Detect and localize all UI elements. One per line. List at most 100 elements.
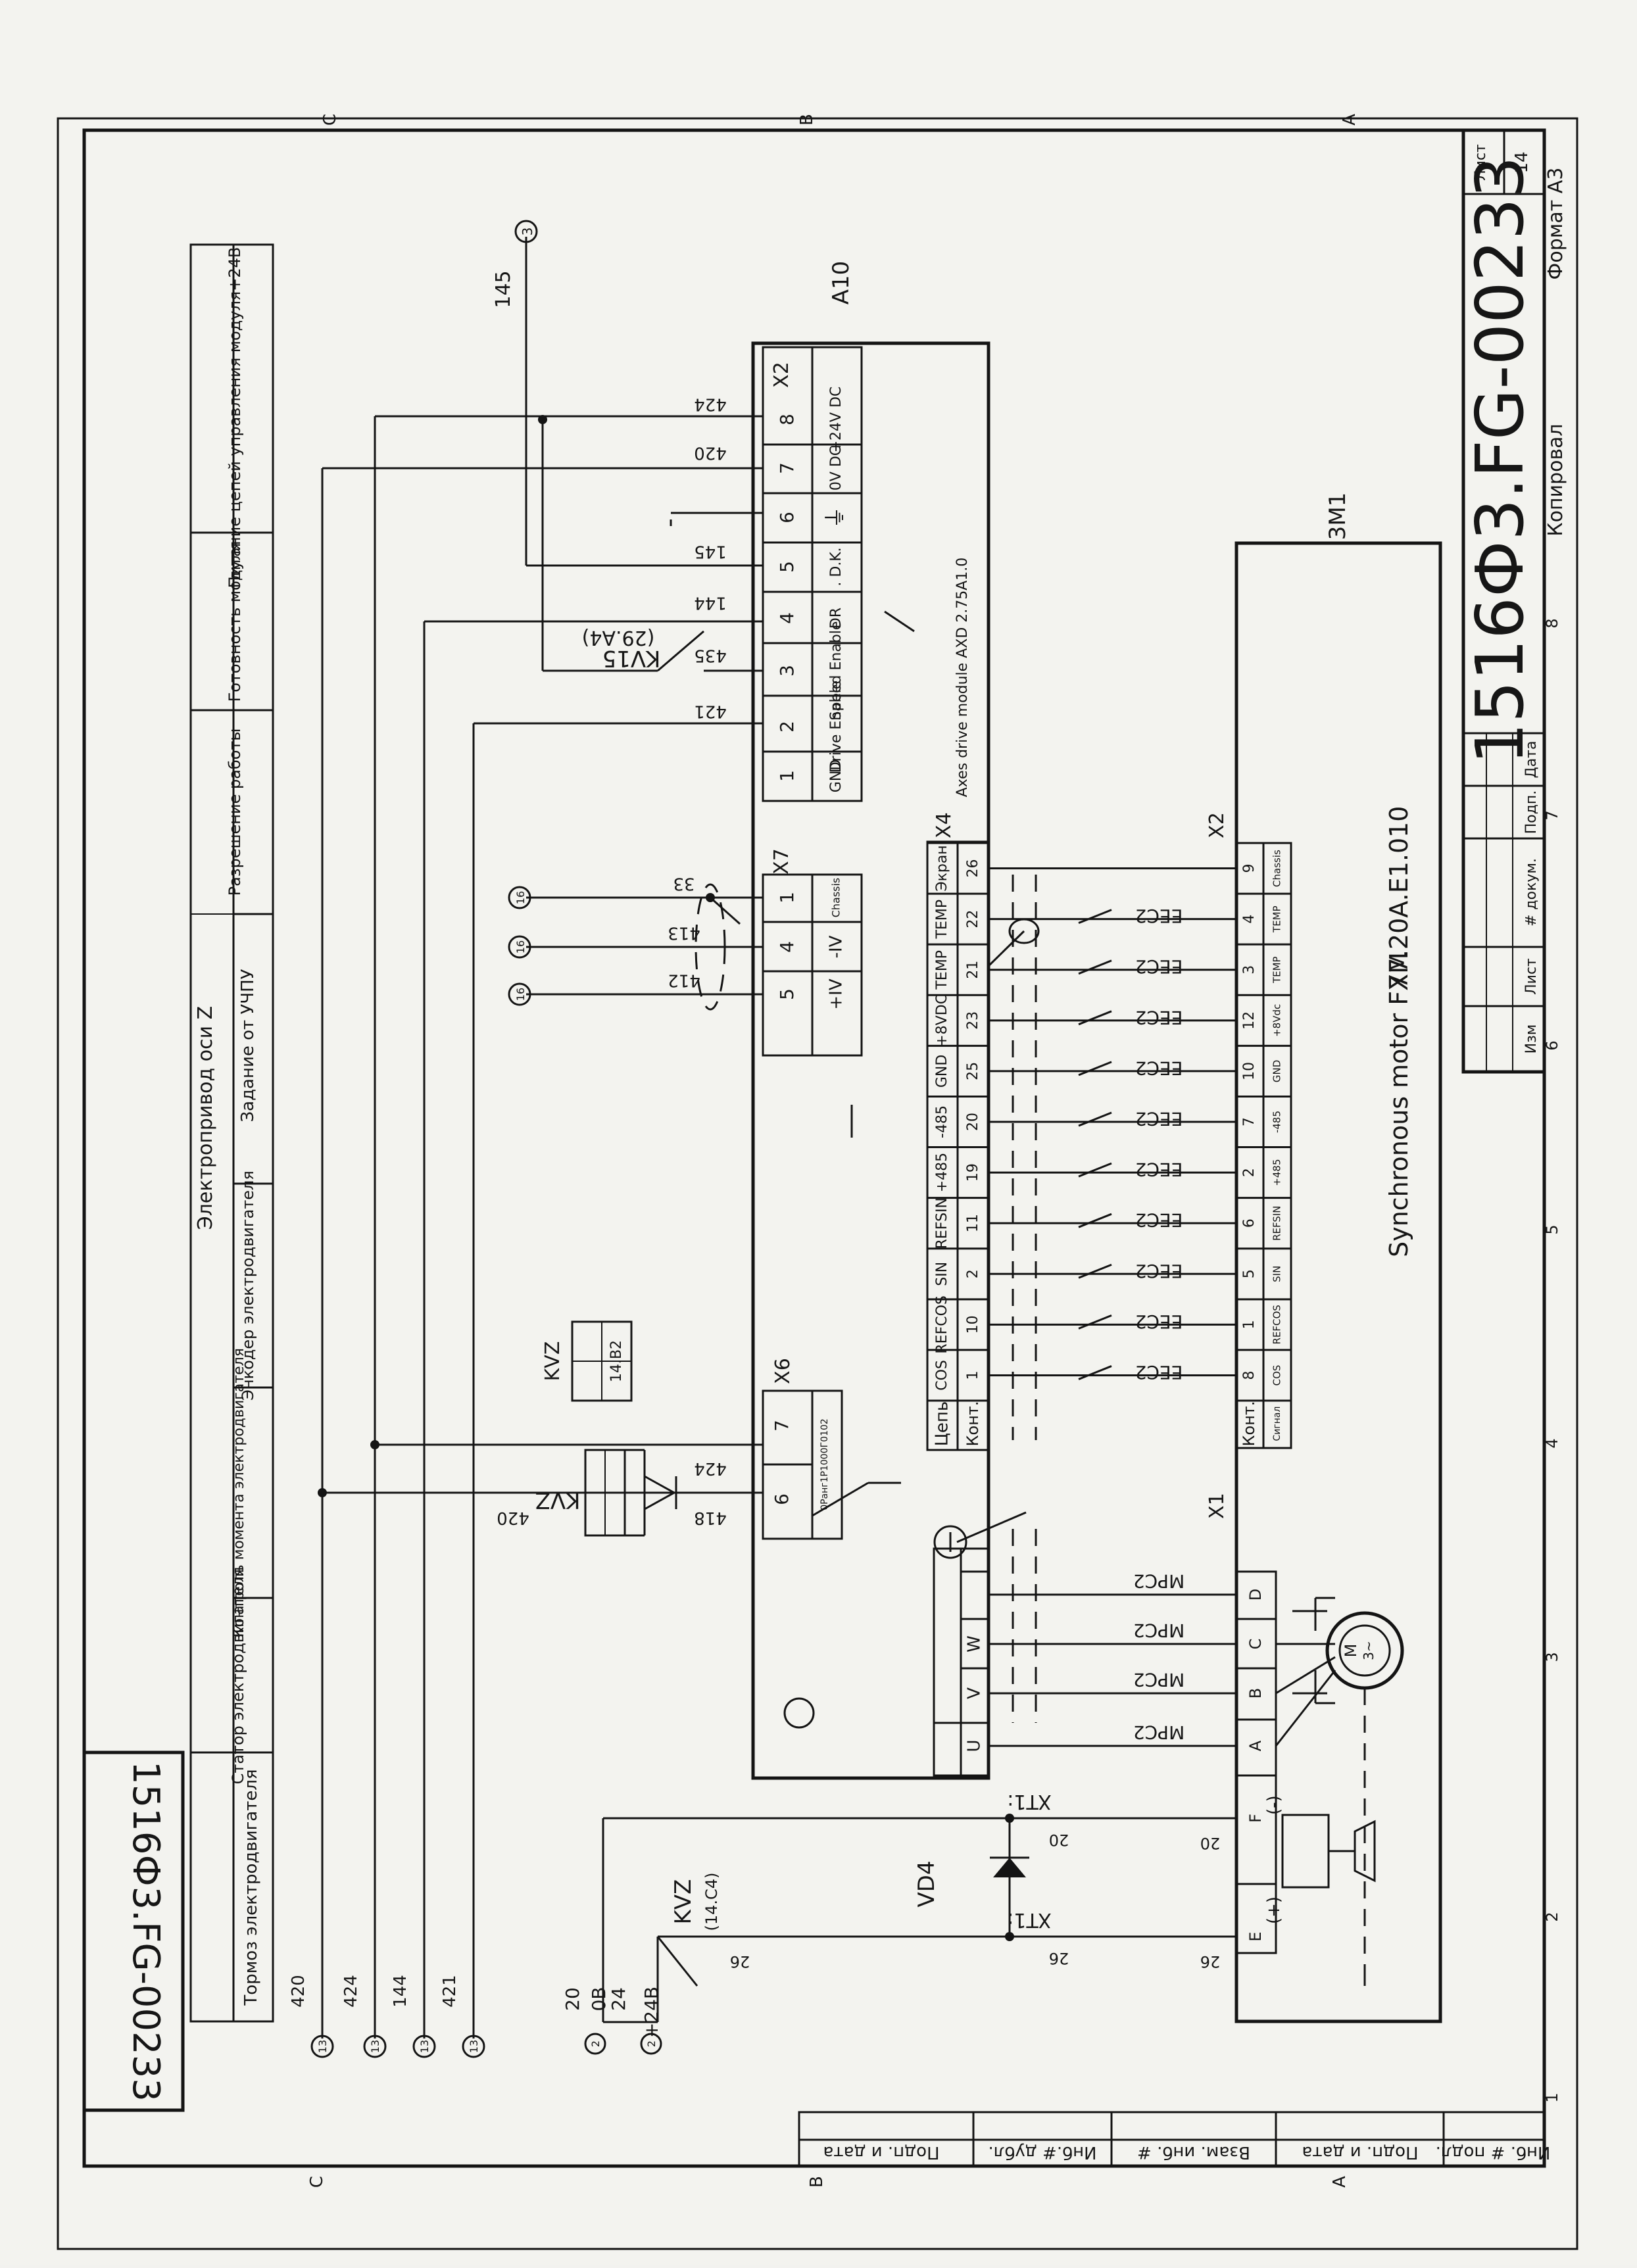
x4-signal-label: +8VDC bbox=[934, 994, 950, 1047]
x7-pin-number: 5 bbox=[776, 988, 798, 1000]
x2-pin-number: 4 bbox=[776, 612, 798, 624]
bus-ref-mark-icon bbox=[363, 2035, 387, 2058]
x7-pin-number: 1 bbox=[776, 892, 798, 904]
x7-wire-label: 412 bbox=[668, 971, 700, 990]
encoder-cable-label: EEC2 bbox=[1135, 1209, 1183, 1231]
svg-text:421: 421 bbox=[440, 1975, 460, 2008]
mx2-pin-number: 5 bbox=[1241, 1269, 1258, 1278]
doc-number-box: 1516Ф3.FG-00233 bbox=[82, 1750, 185, 2112]
svg-text:KV15: KV15 bbox=[602, 645, 661, 671]
encoder-cable-label: EEC2 bbox=[1135, 1108, 1183, 1130]
x7-wire-label: 413 bbox=[668, 923, 700, 943]
wire-twist-mark bbox=[1078, 1061, 1112, 1076]
encoder-cable-label: EEC2 bbox=[1135, 1361, 1183, 1383]
kvz-reference-box: KVZ 14.B2 bbox=[541, 1320, 633, 1402]
x4-pin-number: 26 bbox=[965, 859, 981, 878]
x2-wire-label: 424 bbox=[694, 395, 727, 414]
mx2-pin-number: 4 bbox=[1241, 915, 1258, 924]
svg-text:2: 2 bbox=[589, 2040, 602, 2047]
mx2-pin-number: 10 bbox=[1241, 1062, 1258, 1080]
svg-text:Инб.# дубл.: Инб.# дубл. bbox=[988, 2142, 1096, 2162]
diode-icon bbox=[643, 1474, 677, 1511]
supply-references: 20 0В 24 +24В 2 2 bbox=[562, 1987, 662, 2055]
module-x6-block: 7 6 0Ранг1Р1000Г0102 X6 bbox=[762, 1358, 843, 1540]
vd4-diode-icon bbox=[993, 1858, 1026, 1877]
motor-x1-pin: D bbox=[1246, 1589, 1265, 1601]
svg-text:5: 5 bbox=[1543, 1224, 1561, 1234]
svg-text:6: 6 bbox=[771, 1493, 793, 1505]
svg-text:Электропривод оси Z: Электропривод оси Z bbox=[194, 1006, 217, 1230]
motor-x1-pin: B bbox=[1246, 1688, 1265, 1699]
mx2-signal-label: Chassis bbox=[1271, 850, 1283, 887]
module-x4-block: X4 bbox=[926, 812, 989, 1451]
svg-text:A: A bbox=[1330, 2176, 1350, 2188]
motor-x1-pin: F bbox=[1246, 1814, 1265, 1823]
mx2-signal-label: -485 bbox=[1271, 1111, 1283, 1133]
bus-ref-mark-icon bbox=[412, 2035, 436, 2058]
encoder-cable-label: EEC2 bbox=[1135, 905, 1183, 927]
encoder-cable-label: EEC2 bbox=[1135, 956, 1183, 978]
svg-text:X1: X1 bbox=[1206, 1493, 1229, 1519]
svg-text:Лист: Лист bbox=[1473, 144, 1489, 181]
svg-text:Энкодер электродвигателя: Энкодер электродвигателя bbox=[239, 1170, 257, 1401]
power-cable-label: MPC2 bbox=[1133, 1669, 1185, 1691]
svg-text:26: 26 bbox=[1049, 1949, 1069, 1967]
bus-ref-mark-icon bbox=[462, 2035, 485, 2058]
mx2-signal-label: TEMP bbox=[1271, 905, 1283, 933]
svg-text:3: 3 bbox=[1543, 1652, 1561, 1662]
svg-text:KVZ: KVZ bbox=[535, 1487, 581, 1513]
svg-text:144: 144 bbox=[391, 1975, 410, 2008]
svg-text:Подп. и дата: Подп. и дата bbox=[1302, 2142, 1418, 2162]
motor-x1-pin: A bbox=[1246, 1740, 1265, 1751]
mx2-signal-label: REFSIN bbox=[1271, 1205, 1283, 1240]
svg-text:A: A bbox=[1340, 114, 1359, 126]
power-pin-label: U bbox=[965, 1739, 985, 1752]
svg-text:420: 420 bbox=[497, 1508, 529, 1528]
encoder-cable-label: EEC2 bbox=[1135, 1159, 1183, 1180]
x2-pin-label: 0V DC bbox=[828, 446, 844, 491]
encoder-cable-label: EEC2 bbox=[1135, 1311, 1183, 1332]
x2-pin-label: Speed Enable bbox=[828, 621, 844, 721]
wire-twist-mark bbox=[1078, 1010, 1112, 1026]
svg-text:Формат А3: Формат А3 bbox=[1544, 168, 1567, 280]
wire-twist-mark bbox=[1078, 1365, 1112, 1380]
svg-text:Взам. инб. #: Взам. инб. # bbox=[1137, 2142, 1250, 2162]
x4-signal-label: REFCOS bbox=[934, 1295, 950, 1353]
svg-text:8: 8 bbox=[1543, 618, 1561, 628]
mx2-pin-number: 1 bbox=[1241, 1320, 1258, 1329]
module-x2-block: X2 bbox=[762, 346, 863, 802]
svg-text:Разрешение работы: Разрешение работы bbox=[226, 729, 244, 896]
x2-pin-number: 5 bbox=[776, 561, 798, 573]
svg-text:Изм: Изм bbox=[1523, 1025, 1540, 1054]
x2-pin-number: 2 bbox=[776, 721, 798, 733]
svg-text:420: 420 bbox=[289, 1975, 308, 2008]
x4-pin-number: 21 bbox=[965, 961, 981, 979]
svg-text:# докум.: # докум. bbox=[1523, 858, 1540, 927]
x7-pin-number: 4 bbox=[776, 941, 798, 953]
motor-3m1: 3M1 Synchronous motor FXM 77.20A.E1.010 … bbox=[1234, 493, 1442, 2023]
mx2-pin-number: 7 bbox=[1241, 1117, 1258, 1126]
svg-text:1516Ф3.FG-00233: 1516Ф3.FG-00233 bbox=[124, 1761, 167, 2102]
svg-text:424: 424 bbox=[341, 1975, 361, 2008]
mx2-signal-label: +8Vdc bbox=[1271, 1004, 1283, 1037]
x2-pin-label: +24V DC bbox=[828, 387, 844, 453]
svg-text:Статор электродвигателя: Статор электродвигателя bbox=[229, 1567, 247, 1785]
x4-signal-label: TEMP bbox=[934, 950, 950, 990]
wire-twist-mark bbox=[1078, 959, 1112, 975]
svg-text:13: 13 bbox=[468, 2040, 480, 2053]
x4-signal-label: +485 bbox=[934, 1153, 950, 1192]
svg-text:(-): (-) bbox=[1264, 1795, 1284, 1815]
x2-wire-label: 145 bbox=[694, 542, 727, 562]
x2-pin-label: DR bbox=[828, 608, 844, 629]
svg-text:3: 3 bbox=[520, 228, 535, 236]
x2-wire-label: 421 bbox=[694, 702, 727, 721]
ground-icon bbox=[933, 1525, 967, 1559]
x4-pin-number: 2 bbox=[965, 1269, 981, 1278]
motor-lead bbox=[1275, 1656, 1336, 1695]
svg-text:Инб. # подл.: Инб. # подл. bbox=[1436, 2142, 1551, 2162]
svg-text:Задание от УЧПУ: Задание от УЧПУ bbox=[238, 969, 258, 1122]
x4-pin-number: 23 bbox=[965, 1011, 981, 1030]
svg-text:Synchronous motor FXM: Synchronous motor FXM bbox=[1384, 952, 1413, 1257]
svg-text:1: 1 bbox=[1543, 2092, 1561, 2102]
svg-text:145: 145 bbox=[492, 270, 515, 308]
